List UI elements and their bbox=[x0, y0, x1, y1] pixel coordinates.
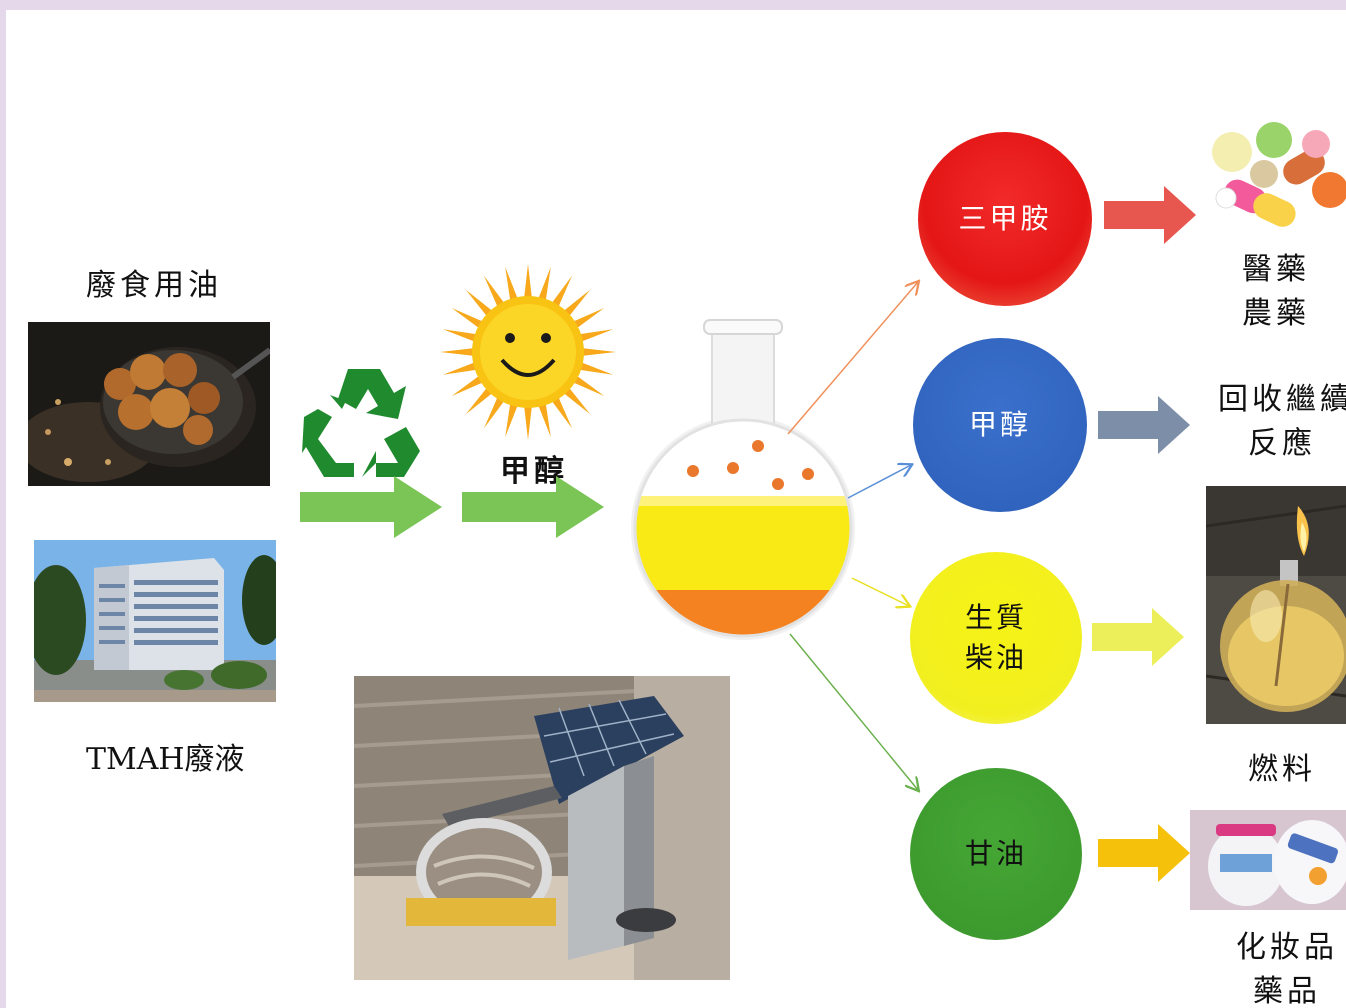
glycerol-circle: 甘油 bbox=[910, 768, 1082, 940]
sun-ray bbox=[579, 329, 614, 342]
sun-ray bbox=[465, 289, 493, 317]
solar-reactor-photo bbox=[354, 676, 730, 980]
recycle-use-line1: 回收繼續 bbox=[1218, 382, 1346, 417]
sun-ray bbox=[442, 362, 477, 375]
oil-lamp-photo bbox=[1206, 486, 1346, 724]
cosmetics-use-line1: 化妝品 bbox=[1236, 930, 1338, 965]
sun-ray bbox=[563, 289, 591, 317]
cosmetics-use-line2: 藥品 bbox=[1253, 974, 1321, 1008]
frying-oil-photo bbox=[28, 322, 270, 486]
trimethylamine-circle: 三甲胺 bbox=[918, 132, 1092, 306]
sun-ray bbox=[579, 362, 614, 375]
diagram-canvas: 廢食用油 bbox=[6, 10, 1346, 1008]
connector-to-trimethylamine bbox=[787, 282, 918, 435]
green-arrow-2 bbox=[462, 476, 604, 538]
arrow-biodiesel bbox=[1092, 608, 1184, 666]
sun-ray bbox=[524, 405, 532, 440]
biodiesel-circle: 生質 柴油 bbox=[910, 552, 1082, 724]
connector-to-biodiesel bbox=[851, 577, 909, 606]
arrow-trimethylamine bbox=[1104, 186, 1196, 244]
methanol-circle-label: 甲醇 bbox=[968, 408, 1031, 441]
sun-ray bbox=[484, 275, 505, 308]
waste-oil-label: 廢食用油 bbox=[86, 268, 222, 303]
connector-to-methanol bbox=[847, 465, 911, 499]
sun-ray bbox=[551, 275, 572, 308]
sun-ray bbox=[484, 396, 505, 429]
tmah-label: TMAH廢液 bbox=[86, 742, 245, 777]
sun-icon bbox=[438, 262, 618, 442]
biodiesel-label-line1: 生質 bbox=[964, 601, 1027, 634]
methanol-label: 甲醇 bbox=[500, 454, 568, 489]
fuel-use-label: 燃料 bbox=[1248, 752, 1316, 787]
connector-lines bbox=[787, 10, 1346, 1008]
arrow-methanol bbox=[1098, 396, 1190, 454]
cosmetics-photo bbox=[1190, 810, 1346, 910]
connector-to-glycerol bbox=[789, 633, 918, 790]
green-arrow-1 bbox=[300, 476, 442, 538]
pharma-use-line1: 醫藥 bbox=[1242, 252, 1310, 287]
cosmetics-use-label: 化妝品 藥品 bbox=[1236, 926, 1338, 1008]
biodiesel-label-line2: 柴油 bbox=[964, 641, 1027, 674]
sun-ray bbox=[572, 308, 605, 329]
recycle-use-line2: 反應 bbox=[1248, 426, 1316, 461]
pharma-use-label: 醫藥 農藥 bbox=[1242, 248, 1310, 336]
sun-ray bbox=[538, 403, 551, 438]
factory-building-photo bbox=[34, 540, 276, 702]
flask-icon bbox=[618, 316, 868, 646]
methanol-circle: 甲醇 bbox=[913, 338, 1087, 512]
sun-ray bbox=[572, 375, 605, 396]
recycle-icon bbox=[302, 355, 426, 479]
sun-ray bbox=[551, 396, 572, 429]
sun-ray bbox=[505, 266, 518, 301]
sun-ray bbox=[465, 387, 493, 415]
pharma-use-line2: 農藥 bbox=[1242, 296, 1310, 331]
trimethylamine-label: 三甲胺 bbox=[958, 202, 1052, 235]
sun-ray bbox=[563, 387, 591, 415]
recycle-use-label: 回收繼續 反應 bbox=[1218, 378, 1346, 466]
glycerol-label: 甘油 bbox=[964, 837, 1027, 870]
arrow-glycerol bbox=[1098, 824, 1190, 882]
sun-ray bbox=[538, 266, 551, 301]
sun-ray bbox=[451, 375, 484, 396]
sun-ray bbox=[524, 264, 532, 299]
sun-ray bbox=[451, 308, 484, 329]
sun-ray bbox=[442, 329, 477, 342]
sun-ray bbox=[440, 348, 475, 356]
sun-ray bbox=[581, 348, 616, 356]
pills-image bbox=[1204, 118, 1346, 242]
sun-ray bbox=[505, 403, 518, 438]
